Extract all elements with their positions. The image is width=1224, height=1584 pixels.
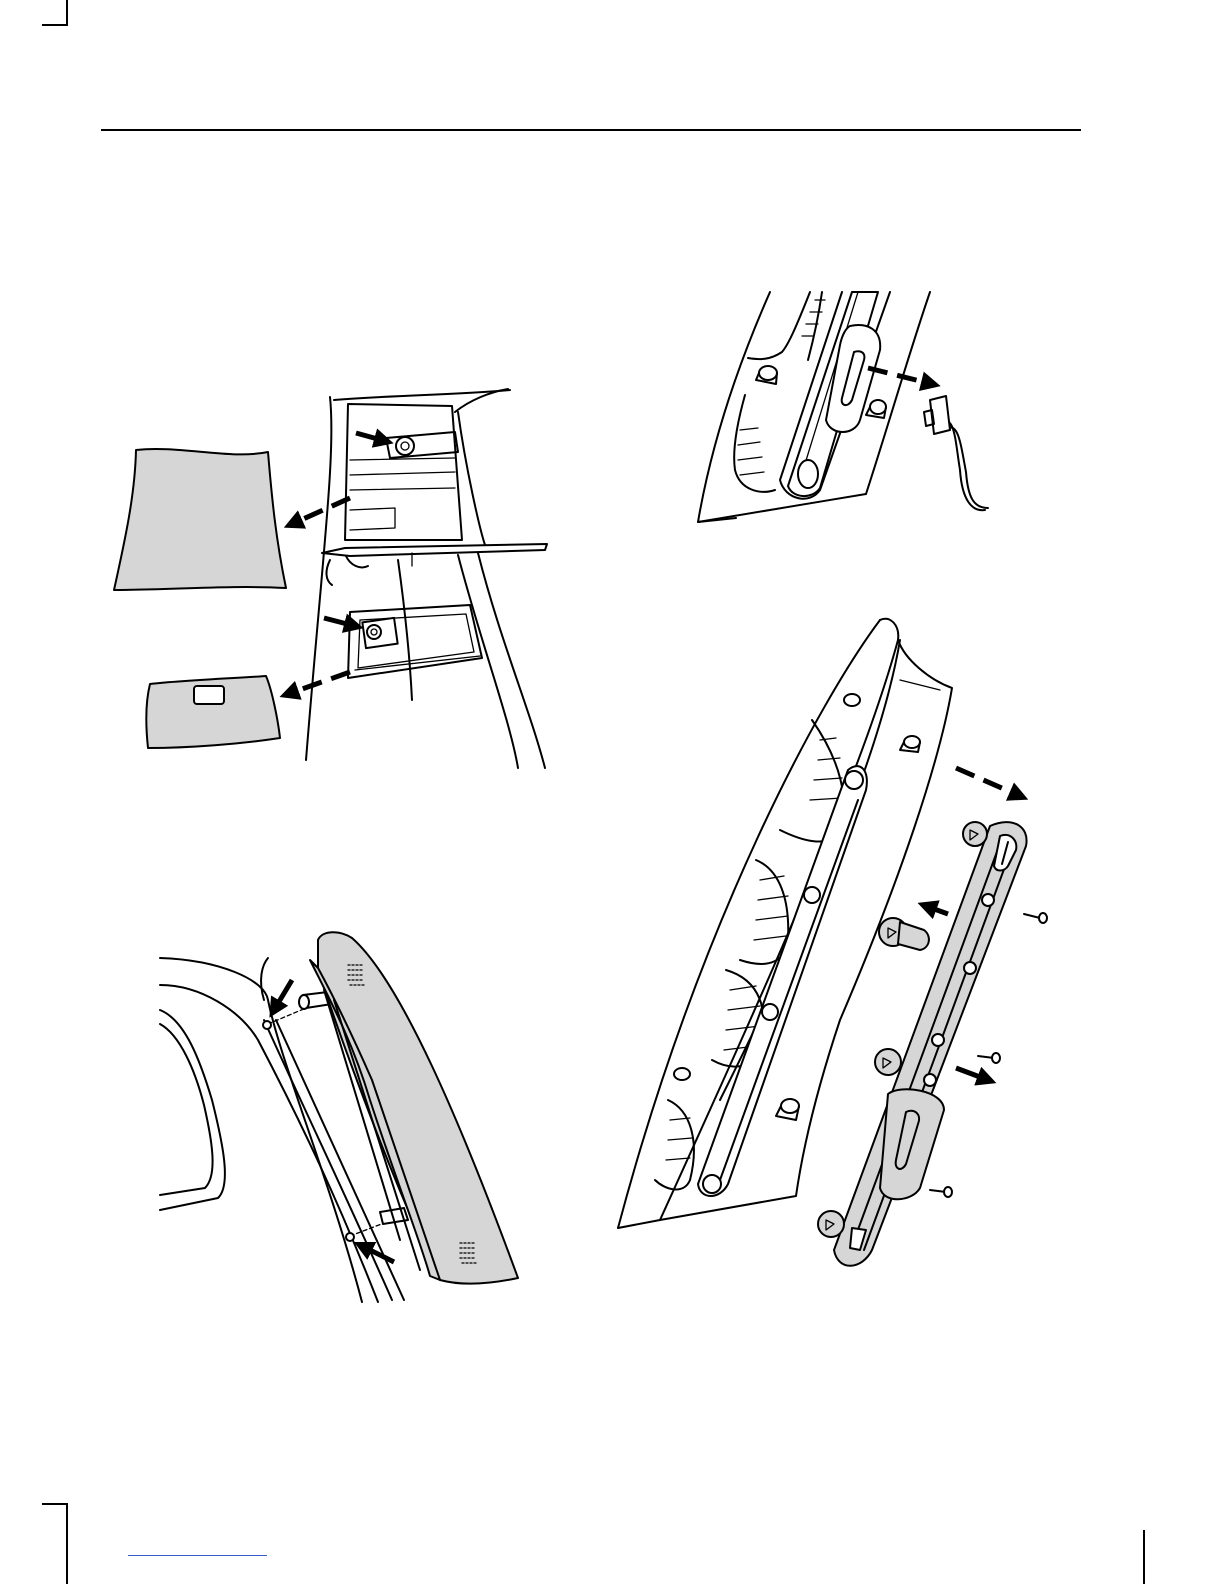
screw-upper-icon [396,437,414,455]
bulb-4-icon [818,1211,844,1237]
window-shape [160,1024,213,1195]
arrow-clip-lower [362,1246,394,1262]
figure-3-lamp-removal [160,932,518,1302]
arrow-remove-bulb [926,906,948,914]
screw-2-icon [978,1053,1000,1063]
figure-2-connector [698,292,988,522]
screw-3-icon [930,1187,952,1197]
screw-1-icon [1024,913,1047,923]
arrow-remove-screw [956,1068,988,1080]
bulb-2-icon [879,918,929,950]
bulb-1-icon [963,822,987,846]
arrow-screw-upper [356,433,385,441]
screw-lower-icon [367,625,381,639]
clip-lower-icon [346,1233,354,1241]
trim-cover-part [114,449,286,590]
arrow-unplug-connector [868,368,932,384]
figure-1-trim-removal [114,389,547,768]
figure-4-bulb-replacement [618,619,1047,1266]
arrow-remove-carrier [956,768,1020,796]
bulb-3-icon [875,1049,901,1075]
arrow-clip-upper [274,980,292,1010]
access-panel-tab [194,686,224,704]
arrow-remove-cover [292,498,350,524]
clip-upper-icon [263,1021,271,1029]
arrow-remove-panel [288,672,350,694]
